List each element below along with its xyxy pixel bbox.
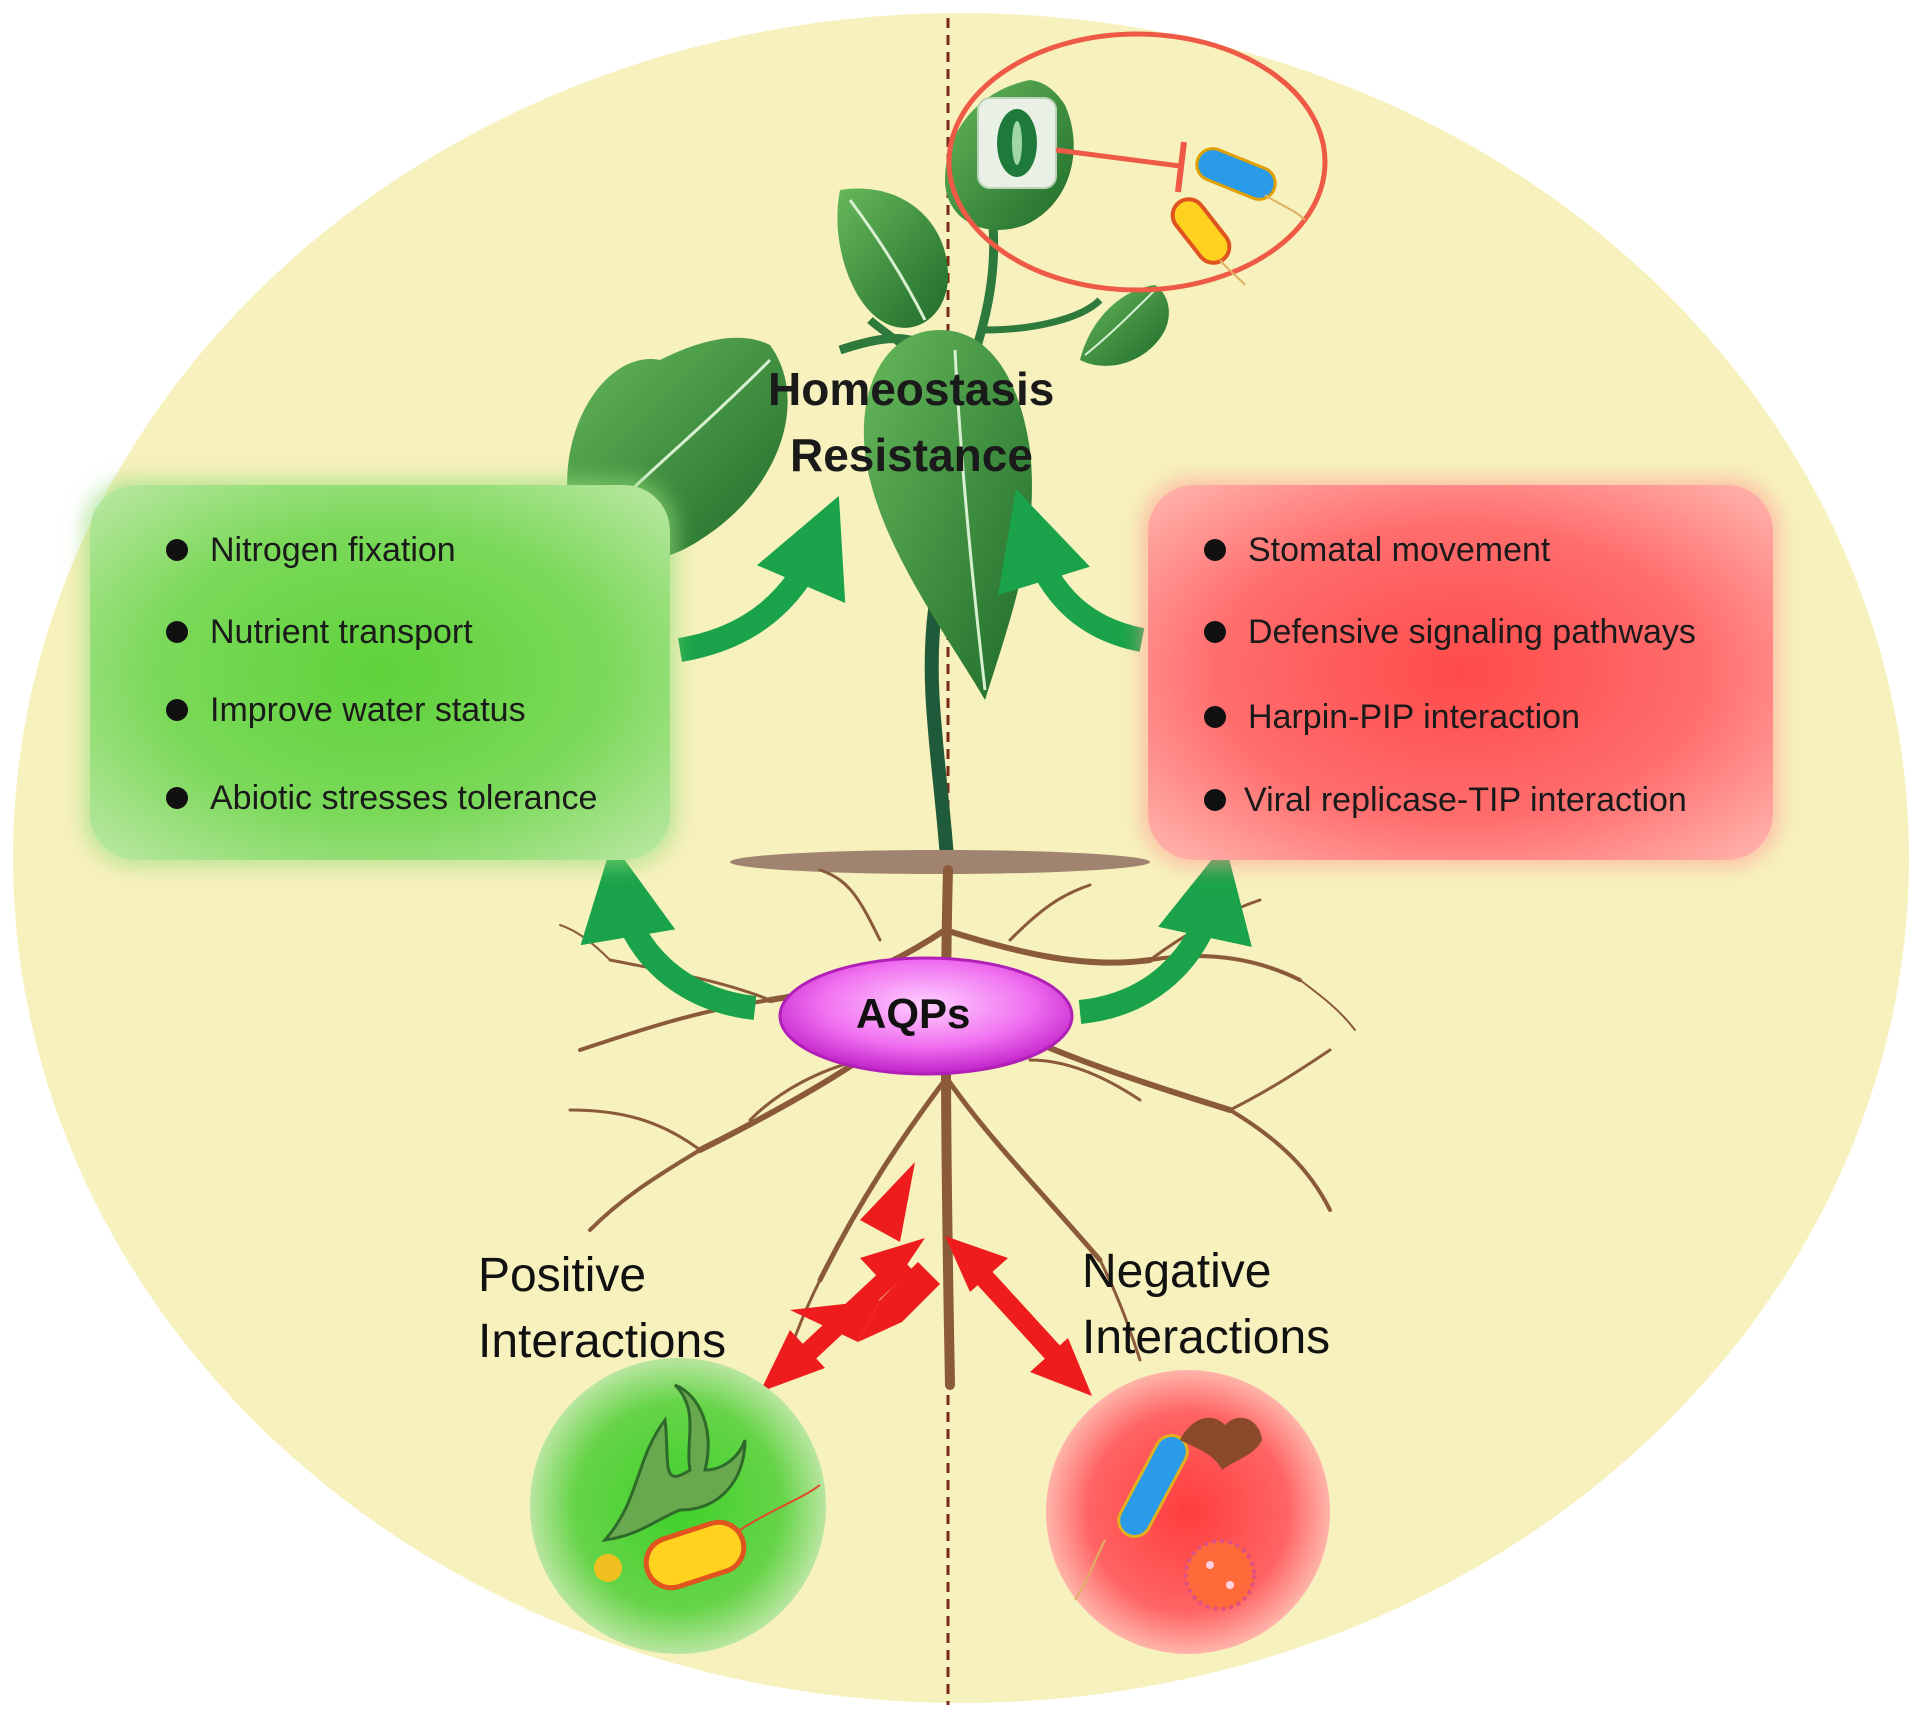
soil-line xyxy=(730,850,1150,874)
arrow-hub-to-negative xyxy=(1078,843,1252,1024)
leaf-upper-left xyxy=(837,188,949,328)
arrow-negative-to-plant xyxy=(998,489,1145,652)
bacterium-yellow-icon xyxy=(643,1519,747,1591)
positive-title-line1: Positive xyxy=(478,1249,647,1302)
bullet-dot xyxy=(1204,539,1226,561)
bullet-dot xyxy=(166,699,188,721)
inhibition-symbol xyxy=(1055,147,1181,169)
bullet-dot xyxy=(1204,789,1226,811)
aqps-label: AQPs xyxy=(856,990,971,1037)
nematode-icon xyxy=(1180,1417,1262,1470)
leaf-right xyxy=(1080,285,1169,366)
bacterium-blue-icon xyxy=(1117,1434,1189,1538)
negative-interactions-circle xyxy=(1046,1370,1330,1654)
negative-title-line2: Interactions xyxy=(1082,1311,1331,1364)
leaf-center xyxy=(863,330,1032,700)
negative-title-line1: Negative xyxy=(1082,1245,1272,1298)
aqps-hub xyxy=(778,956,1074,1076)
negative-effects-box xyxy=(1148,485,1773,860)
bullet-dot xyxy=(166,787,188,809)
arrow-hub-to-positive xyxy=(580,842,757,1020)
pathogen-bacteria-top xyxy=(1170,147,1306,286)
inhibition-ellipse xyxy=(946,31,1328,293)
spore-icon xyxy=(594,1554,622,1582)
virus-icon xyxy=(1184,1539,1256,1611)
positive-title-line2: Interactions xyxy=(478,1315,727,1368)
fungus-icon xyxy=(601,1383,747,1543)
bullet-dot xyxy=(166,621,188,643)
resistance-label: Resistance xyxy=(790,429,1033,481)
bullet-dot xyxy=(1204,706,1226,728)
arrow-positive-to-plant xyxy=(677,495,846,662)
bullet-dot xyxy=(166,539,188,561)
homeostasis-label: Homeostasis xyxy=(768,363,1055,415)
bullet-dot xyxy=(1204,621,1226,643)
